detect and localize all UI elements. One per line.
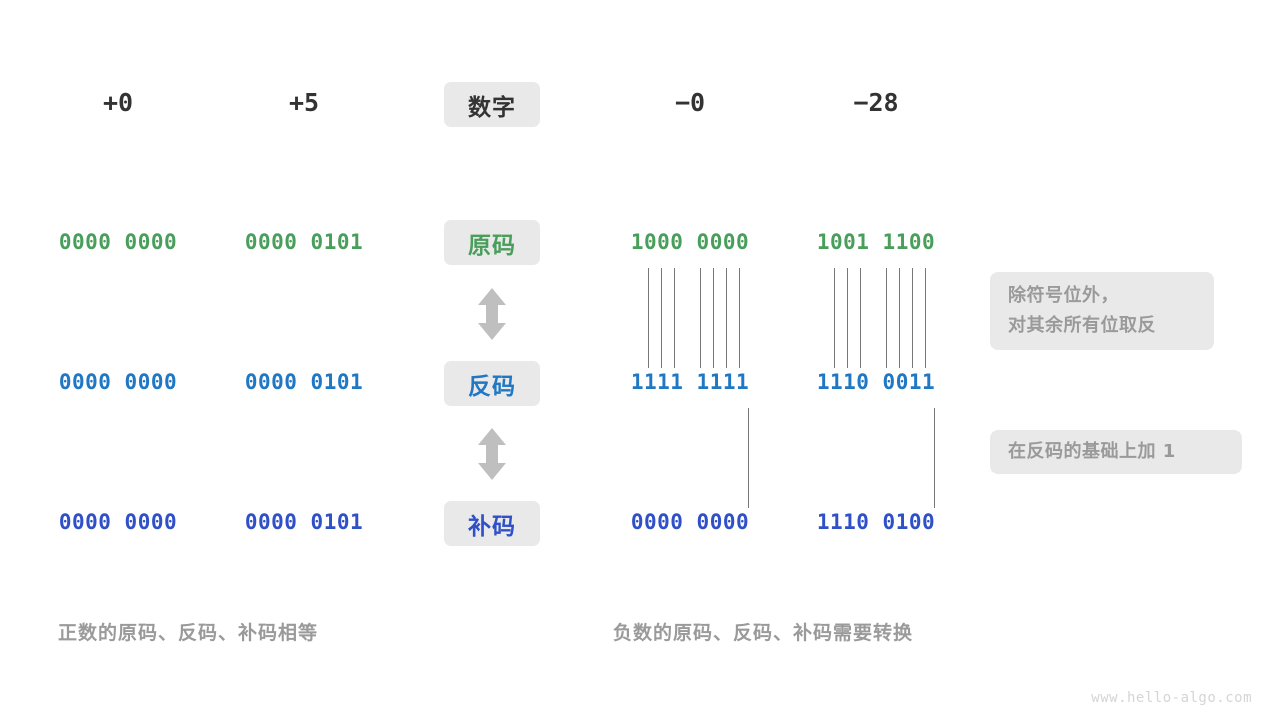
pill-twos-complement: 补码 (444, 501, 540, 546)
bits-ones-complement-plus-five: 0000 0101 (244, 370, 364, 394)
note-invert-bits-line2: 对其余所有位取反 (1008, 315, 1156, 336)
connector-line (886, 268, 887, 368)
bits-true-form-plus-zero: 0000 0000 (58, 230, 178, 254)
caption-positive: 正数的原码、反码、补码相等 (58, 622, 319, 644)
note-add-one-line1: 在反码的基础上加 1 (1008, 441, 1176, 462)
connector-line (726, 268, 727, 368)
bits-twos-complement-plus-five: 0000 0101 (244, 510, 364, 534)
connector-line (748, 408, 749, 508)
connector-line (713, 268, 714, 368)
pill-number-header: 数字 (444, 82, 540, 127)
connector-line (847, 268, 848, 368)
connector-line (648, 268, 649, 368)
connector-line (925, 268, 926, 368)
connector-line (739, 268, 740, 368)
bits-ones-complement-minus-zero: 1111 1111 (630, 370, 750, 394)
double-arrow-up-down-icon-1 (475, 288, 509, 340)
bits-twos-complement-minus-zero: 0000 0000 (630, 510, 750, 534)
bits-ones-complement-minus-28: 1110 0011 (816, 370, 936, 394)
bits-ones-complement-plus-zero: 0000 0000 (58, 370, 178, 394)
connector-line (674, 268, 675, 368)
bits-twos-complement-plus-zero: 0000 0000 (58, 510, 178, 534)
bits-twos-complement-minus-28: 1110 0100 (816, 510, 936, 534)
bits-true-form-minus-28: 1001 1100 (816, 230, 936, 254)
connector-line (899, 268, 900, 368)
pill-true-form: 原码 (444, 220, 540, 265)
connector-line (912, 268, 913, 368)
header-plus-zero: +0 (102, 88, 134, 117)
connector-line (860, 268, 861, 368)
header-minus-zero: −0 (674, 88, 706, 117)
connector-line (934, 408, 935, 508)
header-minus-28: −28 (853, 88, 899, 117)
connector-line (661, 268, 662, 368)
watermark: www.hello-algo.com (1091, 690, 1252, 706)
note-add-one: 在反码的基础上加 1 (990, 430, 1242, 474)
connector-line (700, 268, 701, 368)
note-invert-bits: 除符号位外， 对其余所有位取反 (990, 272, 1214, 350)
double-arrow-up-down-icon-2 (475, 428, 509, 480)
caption-negative: 负数的原码、反码、补码需要转换 (613, 622, 914, 644)
header-plus-five: +5 (288, 88, 320, 117)
bits-true-form-plus-five: 0000 0101 (244, 230, 364, 254)
connector-line (834, 268, 835, 368)
bits-true-form-minus-zero: 1000 0000 (630, 230, 750, 254)
pill-ones-complement: 反码 (444, 361, 540, 406)
note-invert-bits-line1: 除符号位外， (1008, 285, 1119, 306)
